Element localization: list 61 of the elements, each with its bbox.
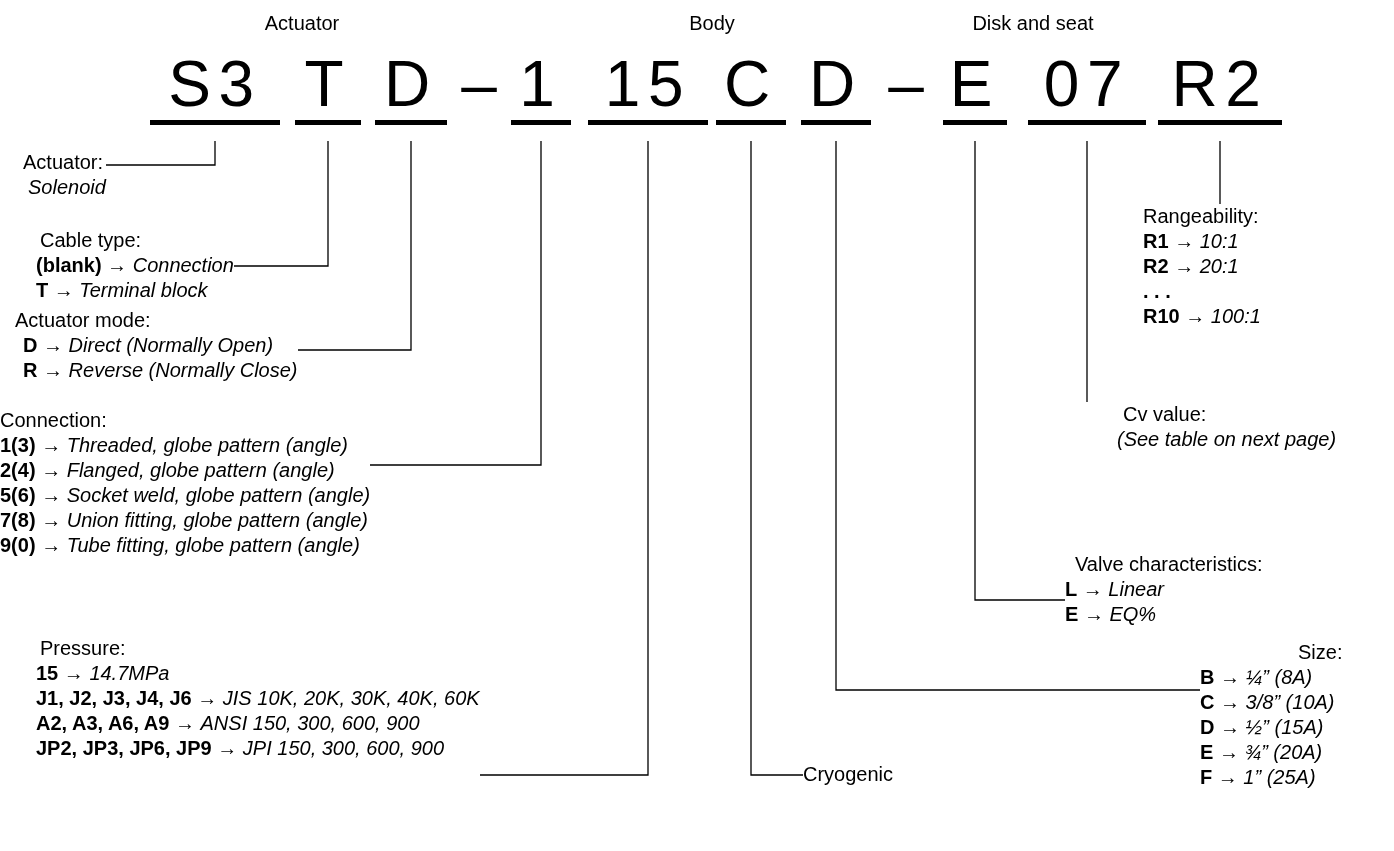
option-heading: Pressure: xyxy=(40,637,126,659)
option-row: F → 1” (25A) xyxy=(1200,766,1316,788)
option-row: 1(3) → Threaded, globe pattern (angle) xyxy=(0,434,348,456)
option-row: Solenoid xyxy=(28,176,106,198)
option-row: E → ¾” (20A) xyxy=(1200,741,1323,763)
code-segment: T xyxy=(295,48,361,125)
code-segment: 1 xyxy=(511,48,571,125)
code-segment: D xyxy=(375,48,447,125)
code-segment: S3 xyxy=(150,48,280,125)
option-row: 5(6) → Socket weld, globe pattern (angle) xyxy=(0,484,371,506)
leader-line xyxy=(750,140,804,776)
option-row: 9(0) → Tube fitting, globe pattern (angle) xyxy=(0,534,360,556)
option-row: 15 → 14.7MPa xyxy=(36,662,170,684)
option-row: (See table on next page) xyxy=(1117,428,1337,450)
option-row: R → Reverse (Normally Close) xyxy=(23,359,298,381)
code-segment: C xyxy=(716,48,786,125)
option-heading: Actuator: xyxy=(23,151,104,173)
option-heading: Cv value: xyxy=(1123,403,1207,425)
leader-line xyxy=(369,140,542,466)
option-row: T → Terminal block xyxy=(36,279,208,301)
group-heading: Actuator xyxy=(264,12,340,34)
code-dash: – xyxy=(461,48,497,120)
option-row: C → 3/8” (10A) xyxy=(1200,691,1335,713)
leader-line xyxy=(1219,140,1221,205)
group-heading: Body xyxy=(689,12,735,34)
leader-line xyxy=(974,140,1066,601)
code-segment: D xyxy=(801,48,871,125)
leader-line xyxy=(297,140,412,351)
leader-line xyxy=(1086,140,1088,403)
option-row: D → Direct (Normally Open) xyxy=(23,334,274,356)
option-row: E → EQ% xyxy=(1065,603,1157,625)
code-dash: – xyxy=(888,48,924,120)
option-row: D → ½” (15A) xyxy=(1200,716,1324,738)
code-segment: 07 xyxy=(1028,48,1146,125)
option-row: R2 → 20:1 xyxy=(1143,255,1239,277)
option-row: (blank) → Connection xyxy=(36,254,234,276)
leader-line xyxy=(479,140,649,776)
leader-line xyxy=(233,140,329,267)
option-row: JP2, JP3, JP6, JP9 → JPI 150, 300, 600, 900 xyxy=(36,737,445,759)
leader-line xyxy=(835,140,1201,691)
option-row: 7(8) → Union fitting, globe pattern (angle) xyxy=(0,509,368,531)
option-heading: Rangeability: xyxy=(1143,205,1259,227)
option-heading: Connection: xyxy=(0,409,107,431)
code-segment: E xyxy=(943,48,1007,125)
option-heading: Actuator mode: xyxy=(15,309,151,331)
option-row: L → Linear xyxy=(1065,578,1164,600)
leader-line xyxy=(105,140,216,166)
code-segment: 15 xyxy=(588,48,708,125)
group-heading: Disk and seat xyxy=(972,12,1094,34)
option-row: R10 → 100:1 xyxy=(1143,305,1261,327)
option-heading: Size: xyxy=(1298,641,1343,663)
option-heading: Valve characteristics: xyxy=(1075,553,1263,575)
option-row: . . . xyxy=(1143,280,1171,302)
option-heading: Cable type: xyxy=(40,229,142,251)
option-row: B → ¼” (8A) xyxy=(1200,666,1313,688)
option-row: J1, J2, J3, J4, J6 → JIS 10K, 20K, 30K, 40K, 60K xyxy=(36,687,480,709)
option-heading: Cryogenic xyxy=(803,763,894,785)
option-row: 2(4) → Flanged, globe pattern (angle) xyxy=(0,459,335,481)
code-segment: R2 xyxy=(1158,48,1282,125)
option-row: R1 → 10:1 xyxy=(1143,230,1239,252)
option-row: A2, A3, A6, A9 → ANSI 150, 300, 600, 900 xyxy=(36,712,420,734)
